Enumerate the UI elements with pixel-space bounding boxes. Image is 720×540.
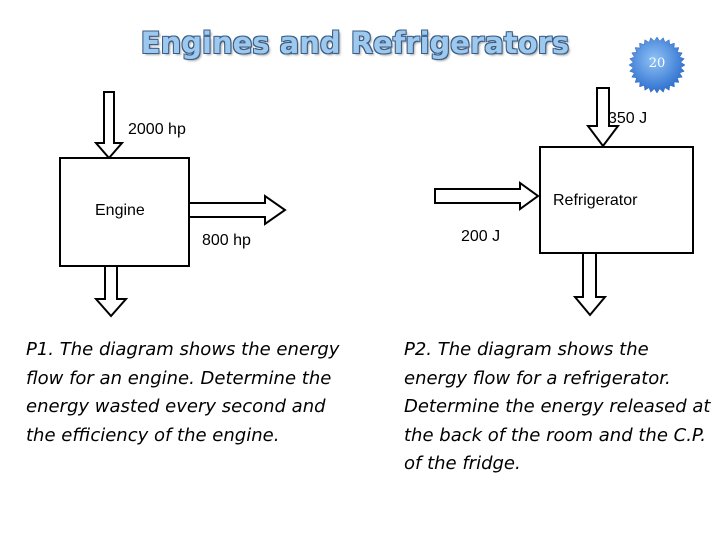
refrigerator-work-label: 200 J <box>461 228 501 245</box>
refrigerator-work-arrow <box>434 181 540 211</box>
engine-output-label: 800 hp <box>202 232 251 249</box>
engine-exhaust-arrow <box>93 264 129 318</box>
refrigerator-label: Refrigerator <box>553 192 638 209</box>
engine-work-arrow <box>187 194 287 226</box>
problem-p1: P1. The diagram shows the energy flow fo… <box>26 339 340 446</box>
refrigerator-input-label: 350 J <box>608 110 648 127</box>
engine-input-arrow <box>93 91 125 160</box>
refrigerator-input-arrow <box>586 87 620 148</box>
engine-box <box>59 157 190 267</box>
engine-input-label: 2000 hp <box>128 121 186 138</box>
starburst-badge-icon <box>628 36 686 94</box>
refrigerator-box <box>539 146 694 254</box>
problem-p2: P2. The diagram shows the energy flow fo… <box>404 339 711 474</box>
page-title: Engines and Refrigerators <box>140 26 570 60</box>
engine-label: Engine <box>95 202 145 219</box>
refrigerator-exhaust-arrow <box>572 252 608 317</box>
slide-number: 20 <box>648 56 666 71</box>
